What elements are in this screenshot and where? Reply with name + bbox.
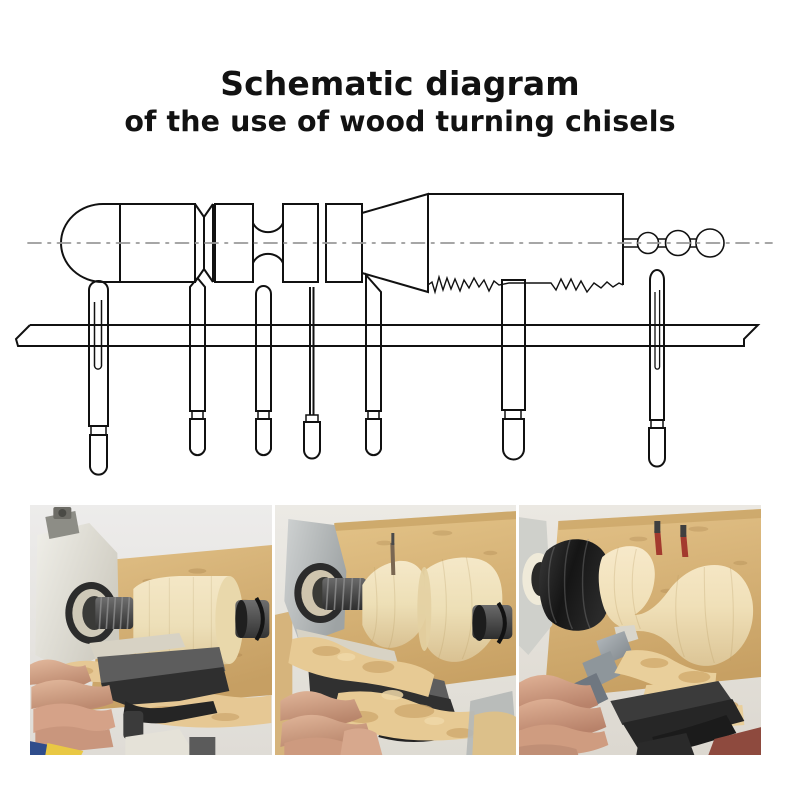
photo-detail-cutting (519, 505, 762, 755)
tool-rest-bar (14, 324, 761, 347)
schematic-diagram (0, 182, 800, 492)
page-title-line-1: Schematic diagram (220, 64, 580, 103)
photo-roughing-cylinder (30, 505, 272, 755)
page-title-line-2: of the use of wood turning chisels (124, 104, 676, 138)
chisel-wide-scraper (501, 279, 526, 461)
chisel-beading-tool (648, 269, 666, 468)
profile-leader-lines (362, 194, 428, 213)
chisel-skew (365, 272, 382, 457)
workpiece-rough-cylinder (427, 193, 624, 292)
workpiece-dome-end (60, 203, 121, 283)
workpiece-bead-block (282, 203, 319, 283)
photo-shaping-beads (274, 505, 517, 755)
chisel-spindle-gouge (255, 285, 272, 457)
photo-strip (30, 505, 762, 755)
chisel-parting-tool (189, 276, 206, 457)
page-title: Schematic diagram of the use of wood tur… (0, 64, 800, 139)
workpiece-torn-edge (427, 274, 624, 295)
chisel-roughing-gouge (88, 280, 109, 476)
chisel-thin-parting-tool (303, 287, 321, 460)
